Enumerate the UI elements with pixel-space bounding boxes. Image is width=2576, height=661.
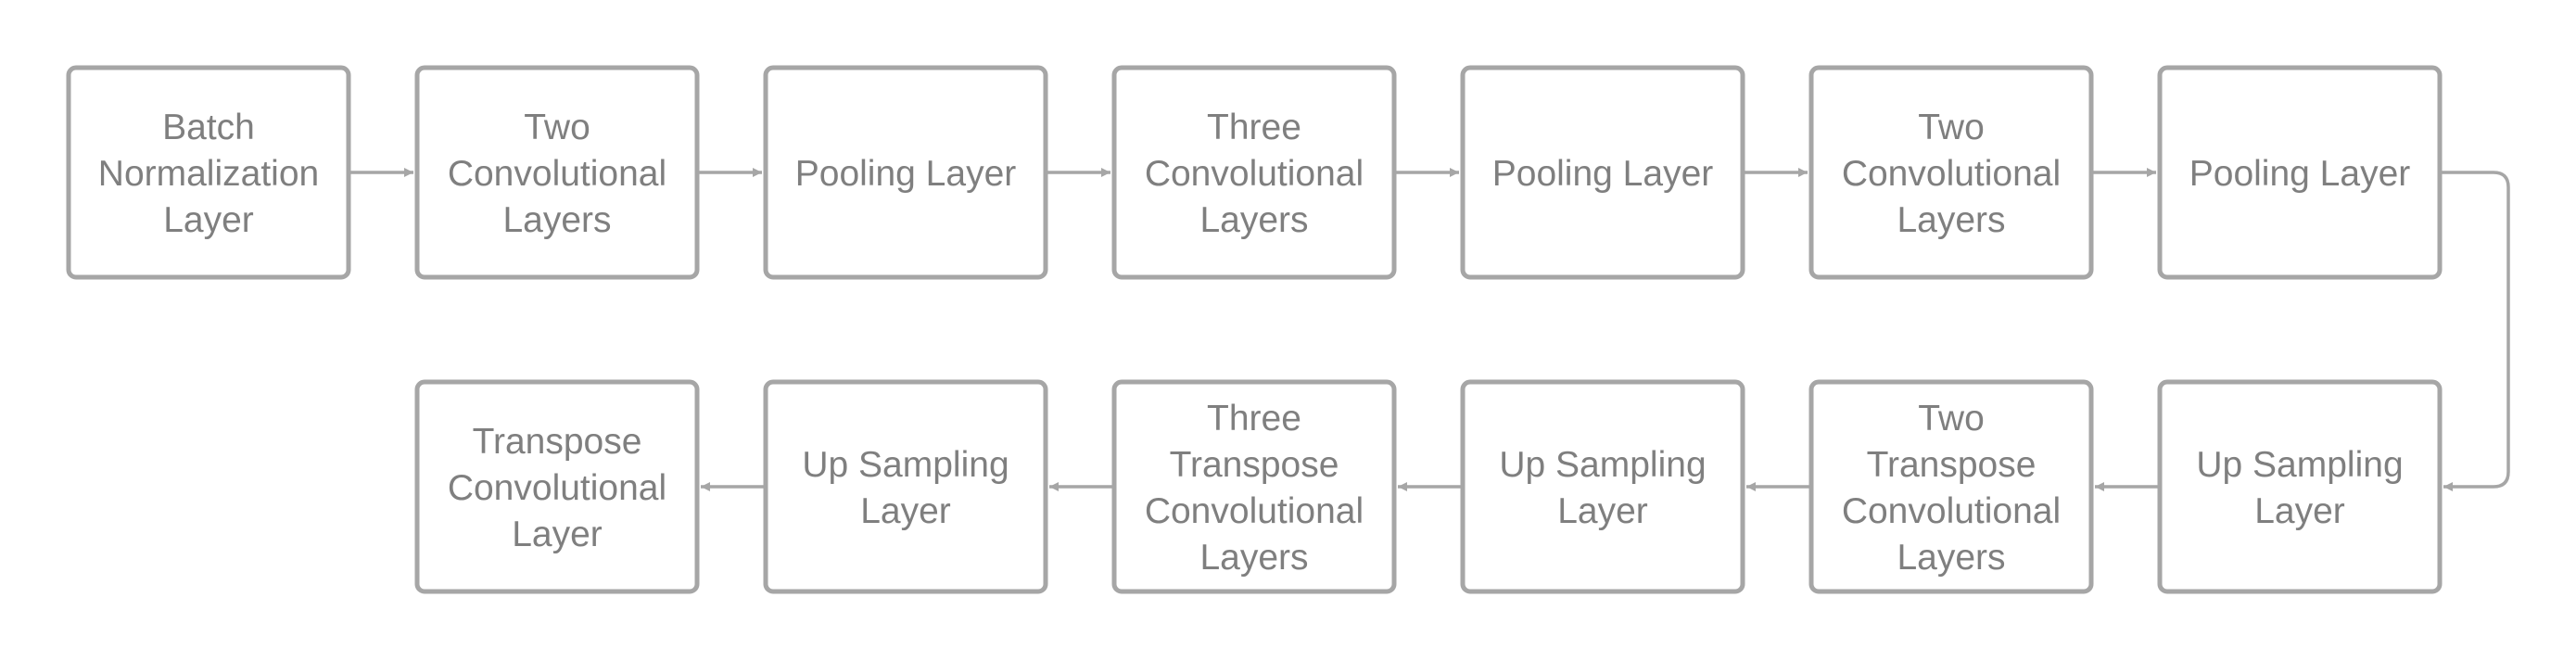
node-box: [1111, 379, 1397, 594]
node-label-line: Convolutional: [448, 468, 666, 508]
node-label-line: Layer: [163, 200, 254, 240]
node-pooling-layer: Pooling Layer: [763, 65, 1048, 280]
node-label-line: Layers: [502, 200, 611, 240]
node-label-line: Three: [1207, 399, 1301, 439]
node-box: [2157, 379, 2443, 594]
node-label-line: Layer: [2254, 491, 2345, 531]
node-label-line: Layer: [1557, 491, 1648, 531]
node-label-line: Three: [1207, 108, 1301, 147]
node-label-line: Layers: [1897, 538, 2005, 578]
node-label-line: Convolutional: [448, 154, 666, 194]
node-box: [1808, 379, 2094, 594]
node-label-line: Convolutional: [1145, 154, 1364, 194]
node-label-line: Two: [1918, 108, 1985, 147]
node-label-line: Convolutional: [1842, 491, 2061, 531]
node-label-line: Up Sampling: [1499, 445, 1706, 485]
node-label-line: Transpose: [1867, 445, 2037, 485]
node-label-line: Normalization: [98, 154, 319, 194]
node-label-line: Layers: [1897, 200, 2005, 240]
node-box: [763, 65, 1048, 280]
node-label-line: Layer: [512, 515, 603, 554]
node-box: [2157, 65, 2443, 280]
node-label-line: Pooling Layer: [795, 154, 1017, 194]
node-label-line: Layers: [1199, 200, 1308, 240]
node-label-line: Up Sampling: [2196, 445, 2403, 485]
arrow-n7-to-n8: [2440, 171, 2510, 491]
node-label-line: Batch: [162, 108, 255, 147]
layer-boxes: BatchNormalizationLayerTwoConvolutionalL…: [66, 65, 2443, 594]
node-box: [763, 379, 1048, 594]
node-box: [1460, 65, 1745, 280]
node-pooling-layer: Pooling Layer: [2157, 65, 2443, 280]
node-box: [414, 379, 700, 594]
node-pooling-layer: Pooling Layer: [1460, 65, 1745, 280]
node-box: [1808, 65, 2094, 280]
node-label-line: Pooling Layer: [1492, 154, 1714, 194]
node-label-line: Two: [524, 108, 590, 147]
node-label-line: Convolutional: [1842, 154, 2061, 194]
node-box: [1460, 379, 1745, 594]
node-box: [414, 65, 700, 280]
node-box: [1111, 65, 1397, 280]
node-label-line: Convolutional: [1145, 491, 1364, 531]
connectors: [349, 168, 2510, 491]
node-label-line: Up Sampling: [802, 445, 1009, 485]
node-label-line: Transpose: [1170, 445, 1339, 485]
node-label-line: Layer: [860, 491, 951, 531]
node-label-line: Two: [1918, 399, 1985, 439]
node-label-line: Transpose: [473, 422, 642, 462]
node-label-line: Layers: [1199, 538, 1308, 578]
node-label-line: Pooling Layer: [2189, 154, 2411, 194]
node-box: [66, 65, 351, 280]
